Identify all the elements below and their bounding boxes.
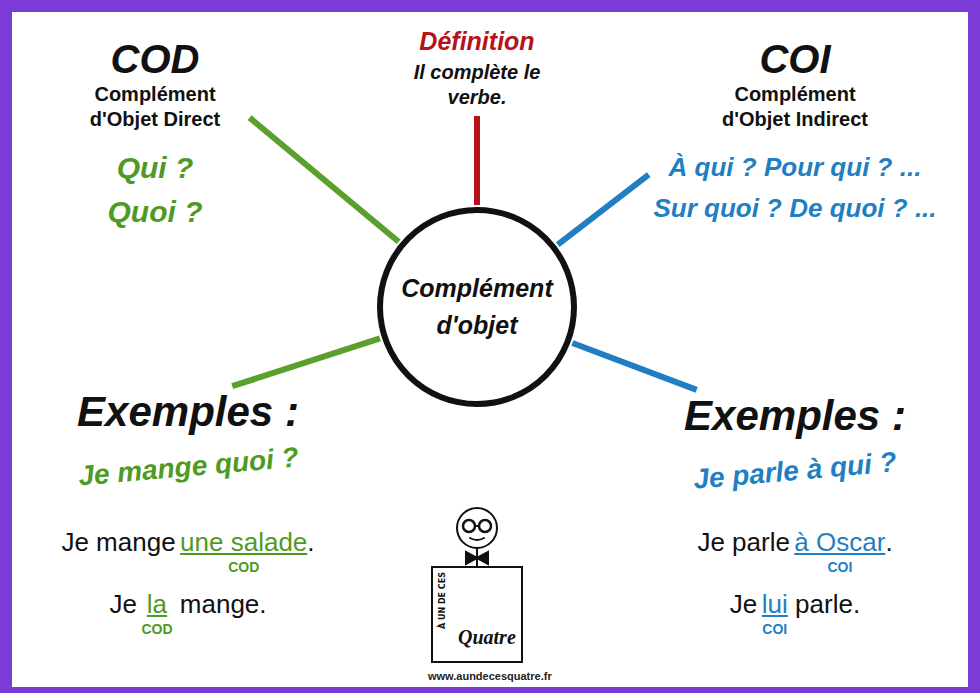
logo-text: À UN DE CES <box>437 572 446 629</box>
logo-mouth <box>470 538 484 540</box>
website-url: www.aundecesquatre.fr <box>428 670 552 682</box>
spoke-line <box>474 116 480 205</box>
node-text: la <box>147 590 167 620</box>
cod-examples: Exemples : Je mange quoi ? Je mangeune sal… <box>61 388 314 636</box>
spoke-line <box>232 338 380 386</box>
node-text: Je <box>109 590 136 620</box>
node-text: Je parle <box>697 528 790 558</box>
logo-glasses <box>463 520 475 532</box>
text-row: Complément d'Objet Indirect <box>653 82 936 132</box>
node-text: lui <box>762 590 788 620</box>
node-text: COD <box>228 560 259 574</box>
text-row: Définition <box>407 26 547 56</box>
text-row: Il complète le verbe. <box>407 60 547 110</box>
logo-bow-tie <box>466 552 488 564</box>
word-with-tag: luiCOI <box>762 590 788 636</box>
logo-box <box>432 567 522 662</box>
text-row: JeluiCOI parle. <box>684 590 906 636</box>
node-text: Définition <box>419 26 534 56</box>
text-row: JelaCOD mange. <box>61 590 314 636</box>
word-with-tag: laCOD <box>141 590 172 636</box>
node-text: COD <box>141 622 172 636</box>
node-text: Sur quoi ? De quoi ? ... <box>653 193 936 224</box>
node-text: . <box>307 528 314 558</box>
node-text: COD <box>111 36 200 82</box>
logo-glasses <box>479 520 491 532</box>
text-row: Exemples : <box>61 388 314 436</box>
node-text: COI <box>827 560 852 574</box>
text-row: Je parleà OscarCOI. <box>684 528 906 574</box>
text-row: Je parle à qui ? <box>684 454 906 488</box>
text-row: Exemples : <box>684 392 906 440</box>
node-text: Exemples : <box>684 392 906 440</box>
node-text: COI <box>762 622 787 636</box>
node-text: Il complète le verbe. <box>407 60 547 110</box>
logo-head <box>457 508 497 548</box>
node-text: mange. <box>180 590 267 620</box>
node-text: Exemples : <box>77 388 299 436</box>
coi-block: COIComplément d'Objet Indirect À qui ? Po… <box>653 36 936 224</box>
node-text: À qui ? Pour qui ? ... <box>669 152 922 183</box>
text-row: Je mange quoi ? <box>61 450 314 484</box>
text-row: COD <box>65 36 245 82</box>
node-text: parle. <box>795 590 860 620</box>
definition-block: Définition Il complète le verbe. <box>407 26 547 110</box>
text-row: Quoi ? <box>65 194 245 230</box>
word-with-tag: à OscarCOI <box>794 528 885 574</box>
text-row: Complément d'Objet Direct <box>65 82 245 132</box>
node-text: Complément d'Objet Direct <box>65 82 245 132</box>
logo-glasses-bridge <box>475 525 479 527</box>
text-row: Complément d'objet <box>397 270 557 345</box>
node-text: à Oscar <box>794 528 885 558</box>
text-row: À qui ? Pour qui ? ... <box>653 152 936 183</box>
cod-block: CODComplément d'Objet DirectQui ? Quoi ? <box>65 36 245 230</box>
node-text: Complément d'objet <box>397 270 557 345</box>
coi-examples: Exemples : Je parle à qui ? Je parleà Osca… <box>684 392 906 636</box>
center-circle: Complément d'objet <box>377 207 577 407</box>
node-text: Quoi ? <box>108 194 203 230</box>
spoke-line <box>572 343 696 390</box>
node-text: . <box>885 528 892 558</box>
node-text: une salade <box>180 528 307 558</box>
circle-outline <box>377 207 577 407</box>
node-text: Je parle à qui ? <box>692 445 898 496</box>
node-text: Qui ? <box>117 150 194 186</box>
node-text: COI <box>759 36 830 82</box>
node-text: Je <box>730 590 757 620</box>
circle-outline <box>380 210 574 404</box>
logo-text: Quatre <box>458 626 516 649</box>
text-row: Qui ? <box>65 150 245 186</box>
spoke-line <box>558 175 649 245</box>
spoke-line <box>250 118 399 242</box>
text-row: COI <box>653 36 936 82</box>
text-row: Sur quoi ? De quoi ? ... <box>653 193 936 224</box>
node-text: Complément d'Objet Indirect <box>705 82 885 132</box>
text-row: Je mangeune saladeCOD. <box>61 528 314 574</box>
node-text: Je mange quoi ? <box>76 441 299 494</box>
word-with-tag: une saladeCOD <box>180 528 307 574</box>
node-text: Je mange <box>61 528 175 558</box>
